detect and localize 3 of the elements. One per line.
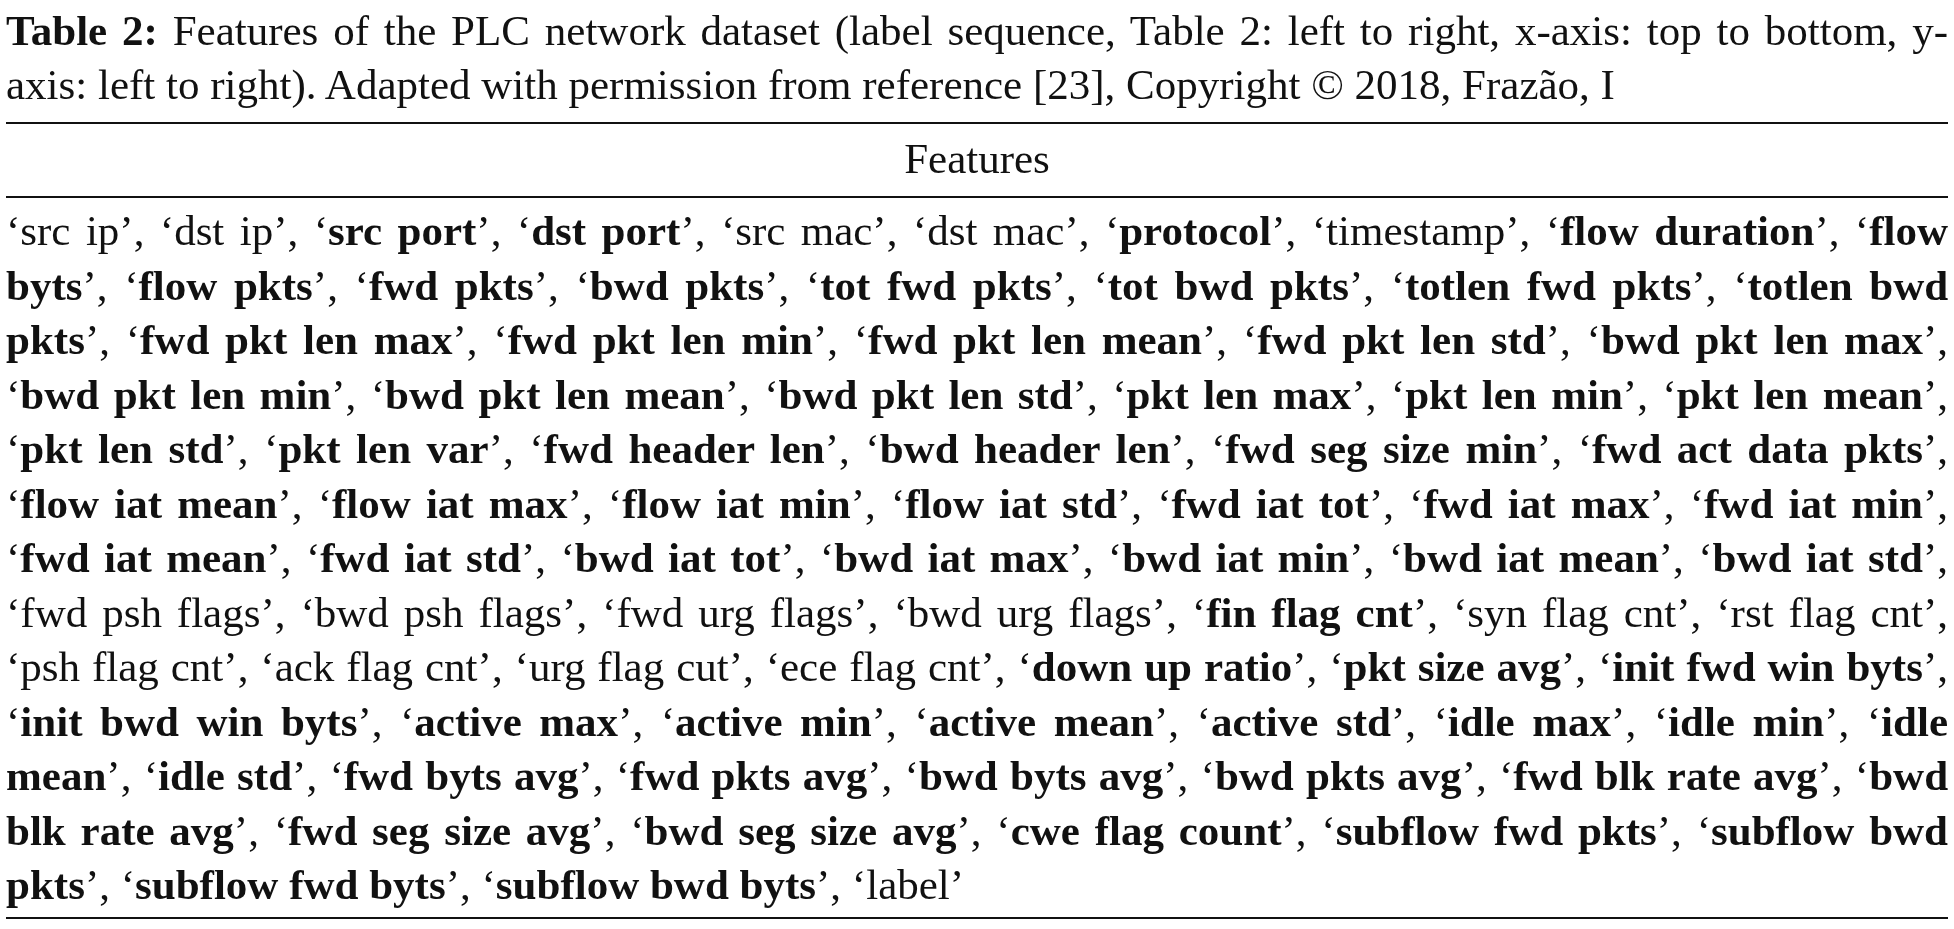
table-caption: Table 2: Features of the PLC network dataset (label sequence, Table 2: left to right, x-axis: top to bottom, y-axis: left to right). Adapted with permission from reference [23], Copyright © 2018, Frazão, I bbox=[6, 6, 1948, 110]
column-header: Features bbox=[904, 134, 1050, 184]
table-cell-text: ‘src ip’, ‘dst ip’, ‘src port’, ‘dst port’, ‘src mac’, ‘dst mac’, ‘protocol’, ‘timestamp’, ‘flow duration’, ‘flow byts’, ‘flow pkts’, ‘fwd pkts’, ‘bwd pkts’, ‘tot fwd pkts’, ‘tot bwd pkts’, ‘totlen fwd pkts’, ‘totlen bwd pkts’, ‘fwd pkt len max’, ‘fwd pkt len min’, ‘fwd pkt len mean’, ‘fwd pkt len std’, ‘bwd pkt len max’, ‘bwd pkt len min’, ‘bwd pkt len mean’, ‘bwd pkt len std’, ‘pkt len max’, ‘pkt len min’, ‘pkt len mean’, ‘pkt len std’, ‘pkt len var’, ‘fwd header len’, ‘bwd header len’, ‘fwd seg size min’, ‘fwd act data pkts’, ‘flow iat mean’, ‘flow iat max’, ‘flow iat min’, ‘flow iat std’, ‘fwd iat tot’, ‘fwd iat max’, ‘fwd iat min’, ‘fwd iat mean’, ‘fwd iat std’, ‘bwd iat tot’, ‘bwd iat max’, ‘bwd iat min’, ‘bwd iat mean’, ‘bwd iat std’, ‘fwd psh flags’, ‘bwd psh flags’, ‘fwd urg flags’, ‘bwd urg flags’, ‘fin flag cnt’, ‘syn flag cnt’, ‘rst flag cnt’, ‘psh flag cnt’, ‘ack flag cnt’, ‘urg flag cut’, ‘ece flag cnt’, ‘down up ratio’, ‘pkt size avg’, ‘init fwd win byts’, ‘init bwd win byts’, ‘active max’, ‘active min’, ‘active mean’, ‘active std’, ‘idle max’, ‘idle min’, ‘idle mean’, ‘idle std’, ‘fwd byts avg’, ‘fwd pkts avg’, ‘bwd byts avg’, ‘bwd pkts avg’, ‘fwd blk rate avg’, ‘bwd blk rate avg’, ‘fwd seg size avg’, ‘bwd seg size avg’, ‘cwe flag count’, ‘subflow fwd pkts’, ‘subflow bwd pkts’, ‘subflow fwd byts’, ‘subflow bwd byts’, ‘label’ bbox=[6, 206, 1948, 910]
